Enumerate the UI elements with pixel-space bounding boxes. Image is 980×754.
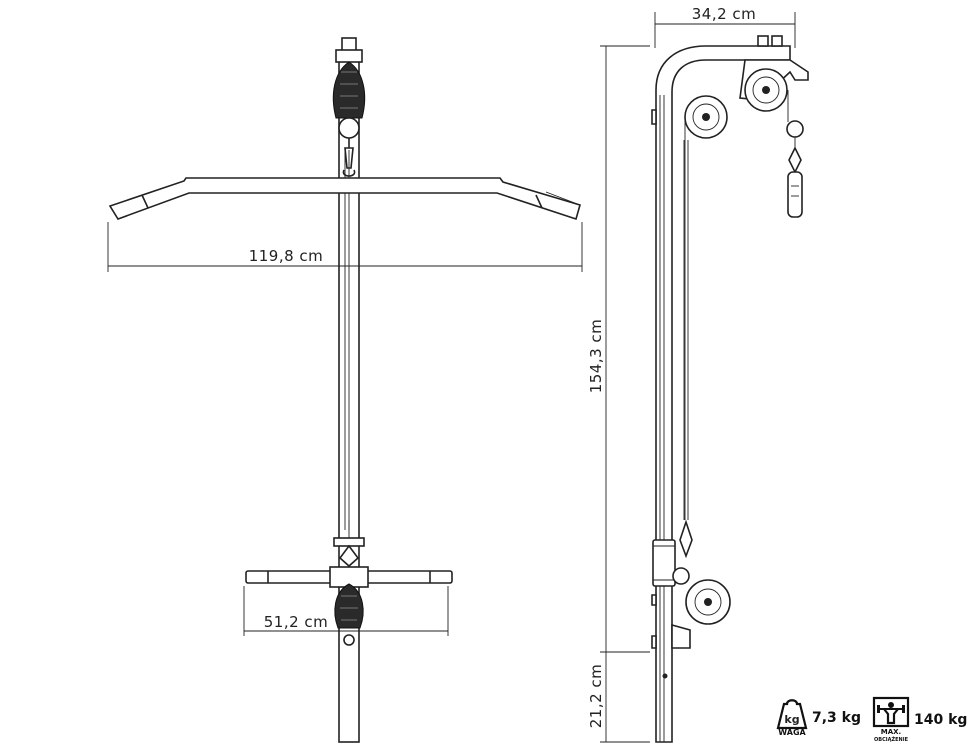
max-load-value: 140 kg xyxy=(914,711,968,728)
depth-label: 34,2 cm xyxy=(692,5,757,23)
weight-icon: kg xyxy=(776,699,808,730)
weight-value: 7,3 kg xyxy=(812,709,862,726)
lower-hook xyxy=(338,544,360,568)
side-post xyxy=(655,45,791,743)
weight-spec: kg WAGA 7,3 kg xyxy=(776,698,861,737)
dimension-lower-height: 21,2 cm xyxy=(587,652,650,743)
max-load-caption-1: MAX. xyxy=(880,728,902,736)
lat-bar xyxy=(108,177,581,221)
dimension-foot-bar: 51,2 cm xyxy=(243,586,449,636)
side-lower-pulley xyxy=(685,579,731,625)
foot-bar xyxy=(245,566,453,588)
lower-pulley xyxy=(334,583,364,646)
front-view: 119,8 cm 51,2 cm xyxy=(107,37,583,743)
upper-pulley xyxy=(332,61,366,139)
side-handle xyxy=(787,171,803,218)
top-pulley-front xyxy=(684,95,728,139)
lower-clamp xyxy=(652,539,676,587)
max-load-caption-2: OBCIĄŻENIE xyxy=(874,737,908,743)
weight-caption: WAGA xyxy=(778,728,806,737)
max-load-icon xyxy=(872,696,910,728)
lower-height-label: 21,2 cm xyxy=(587,664,605,729)
dimension-bar-width: 119,8 cm xyxy=(107,222,583,272)
bar-width-label: 119,8 cm xyxy=(249,247,324,265)
max-load-spec: MAX. OBCIĄŻENIE 140 kg xyxy=(872,696,967,743)
dimension-depth: 34,2 cm xyxy=(654,5,796,48)
upper-hook xyxy=(344,138,354,169)
side-view: 34,2 cm xyxy=(587,5,809,743)
height-label: 154,3 cm xyxy=(587,319,605,394)
weight-icon-text: kg xyxy=(784,713,799,726)
top-pulley-rear xyxy=(744,68,788,112)
foot-bar-width-label: 51,2 cm xyxy=(264,613,329,631)
cable-ball xyxy=(786,120,804,138)
dimension-height: 154,3 cm xyxy=(587,45,650,653)
